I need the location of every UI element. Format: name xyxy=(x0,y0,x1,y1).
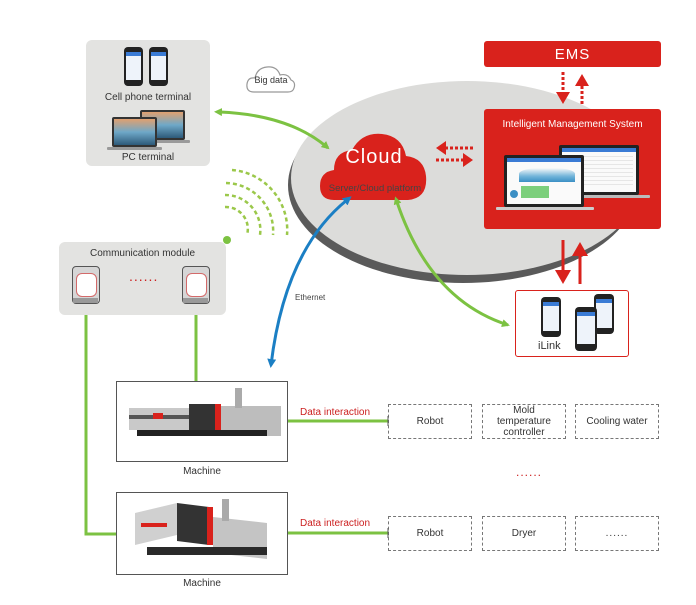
big-data-cloud-icon xyxy=(246,66,296,93)
ilink-phone-icon xyxy=(541,297,561,337)
cell-phone-icon xyxy=(124,47,143,86)
cloud-ilink-link xyxy=(393,196,510,327)
pc-laptop-icon xyxy=(112,117,157,147)
ilink-phone-icon xyxy=(575,307,597,351)
machine-2-label: Machine xyxy=(183,578,221,589)
terminals-panel: Cell phone terminal PC terminal xyxy=(86,40,210,166)
ims-box[interactable]: Intelligent Management System xyxy=(484,109,661,229)
peripheral-mold-temperature-controller[interactable]: Mold temperature controller xyxy=(482,404,566,439)
ethernet-link[interactable] xyxy=(267,196,352,368)
peripheral-more[interactable]: ...... xyxy=(575,516,659,551)
cloud-subtitle: Server/Cloud platform xyxy=(328,183,422,194)
ilink-label: iLink xyxy=(538,340,561,352)
data-interaction-label-1: Data interaction xyxy=(300,407,371,418)
cloud-title: Cloud xyxy=(345,146,403,168)
pc-terminal-label: PC terminal xyxy=(121,152,175,163)
wireless-signal-icon xyxy=(224,168,289,236)
ems-box[interactable]: EMS xyxy=(484,41,661,67)
ems-label: EMS xyxy=(554,45,591,63)
cloud-ims-exchange-arrows xyxy=(436,141,473,167)
machine-box-1[interactable] xyxy=(116,381,288,462)
machine-1-label: Machine xyxy=(183,466,221,477)
machine-box-2[interactable] xyxy=(116,492,288,575)
communication-module-label: Communication module xyxy=(89,248,196,259)
ims-ilink-exchange-arrows xyxy=(555,240,588,284)
injection-molding-machine-icon xyxy=(129,388,281,436)
middle-ellipsis: ...... xyxy=(516,465,543,479)
cloud-icon xyxy=(320,133,427,200)
communication-module-panel: Communication module ...... xyxy=(59,242,226,315)
data-interaction-label-2: Data interaction xyxy=(300,518,371,529)
ilink-box[interactable]: iLink xyxy=(515,290,629,357)
module-machine-2-link xyxy=(84,315,116,536)
peripheral-cooling-water[interactable]: Cooling water xyxy=(575,404,659,439)
module-device-icon xyxy=(72,266,100,304)
module-device-icon xyxy=(182,266,210,304)
module-ellipsis: ...... xyxy=(129,268,159,284)
ilink-phone-icon xyxy=(594,294,614,334)
peripheral-dryer[interactable]: Dryer xyxy=(482,516,566,551)
ims-label: Intelligent Management System xyxy=(502,119,643,130)
ims-laptop-icon xyxy=(504,155,584,207)
terminals-cloud-link xyxy=(214,108,330,150)
injection-molding-machine-icon xyxy=(135,499,267,559)
big-data-label: Big data xyxy=(254,75,288,85)
ems-ims-exchange-arrows xyxy=(556,72,589,104)
cell-phone-terminal-label: Cell phone terminal xyxy=(104,92,192,103)
wireless-source-dot xyxy=(223,236,231,244)
cell-phone-icon xyxy=(149,47,168,86)
